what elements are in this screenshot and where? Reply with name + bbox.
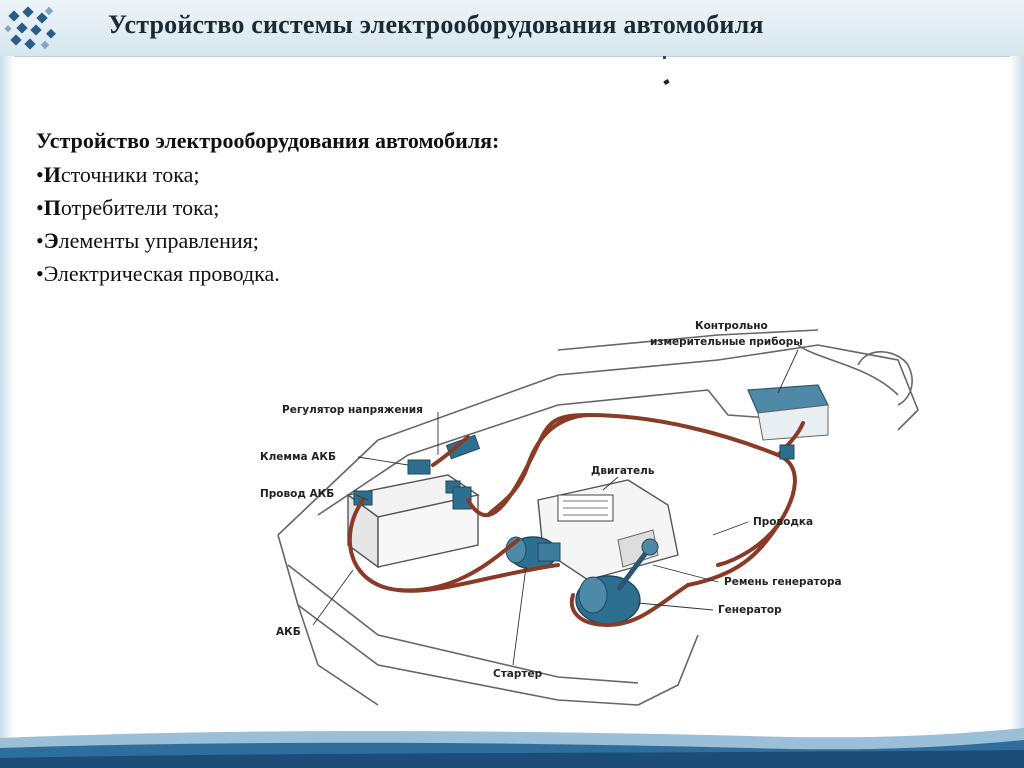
bullet-initial: П <box>43 195 61 220</box>
label-engine: Двигатель <box>591 465 655 477</box>
bullet-item: •Электрическая проводка. <box>36 261 280 286</box>
label-generator: Генератор <box>718 604 782 616</box>
label-battery: АКБ <box>276 626 301 638</box>
bottom-wave-decoration <box>0 728 1024 768</box>
label-instruments-line1: Контрольно <box>695 320 768 332</box>
bullet-initial: Э <box>43 228 59 253</box>
wire-connector <box>779 444 795 460</box>
label-regulator: Регулятор напряжения <box>282 404 423 416</box>
label-terminal: Клемма АКБ <box>260 451 336 463</box>
bullet-text: лементы управления; <box>58 228 259 253</box>
bullet-text: отребители тока; <box>60 195 220 220</box>
label-instruments-line2: измерительные приборы <box>650 336 803 348</box>
voltage-regulator <box>407 434 481 510</box>
label-belt: Ремень генератора <box>724 576 842 588</box>
electrical-system-diagram: Контрольно измерительные приборы Регулят… <box>260 320 919 706</box>
header-bar: Устройство системы электрооборудования а… <box>0 0 1024 57</box>
leader-lines <box>312 349 799 666</box>
wiring-harness <box>347 412 805 628</box>
slide-title: Устройство системы электрооборудования а… <box>108 10 764 39</box>
label-battery-wire: Провод АКБ <box>260 488 334 500</box>
bullet-text: сточники тока; <box>60 162 200 187</box>
bullet-item: •Элементы управления; <box>36 228 259 253</box>
bullet-initial: И <box>43 162 61 187</box>
bullet-text: Электрическая проводка. <box>43 261 280 286</box>
bullet-item: •Источники тока; <box>36 162 200 187</box>
bullet-item: •Потребители тока; <box>36 195 220 220</box>
decor-mark <box>663 79 670 85</box>
label-starter: Стартер <box>493 668 543 680</box>
decor-dot <box>663 56 666 59</box>
left-frame <box>0 56 14 746</box>
content-block: Устройство электрооборудования автомобил… <box>36 128 499 290</box>
logo-icon <box>4 6 56 50</box>
right-frame <box>1010 56 1024 746</box>
instrument-panel <box>747 384 829 441</box>
content-heading: Устройство электрооборудования автомобил… <box>36 128 500 153</box>
generator <box>575 538 659 625</box>
car-body-outline <box>277 329 919 706</box>
label-wiring: Проводка <box>753 516 813 528</box>
